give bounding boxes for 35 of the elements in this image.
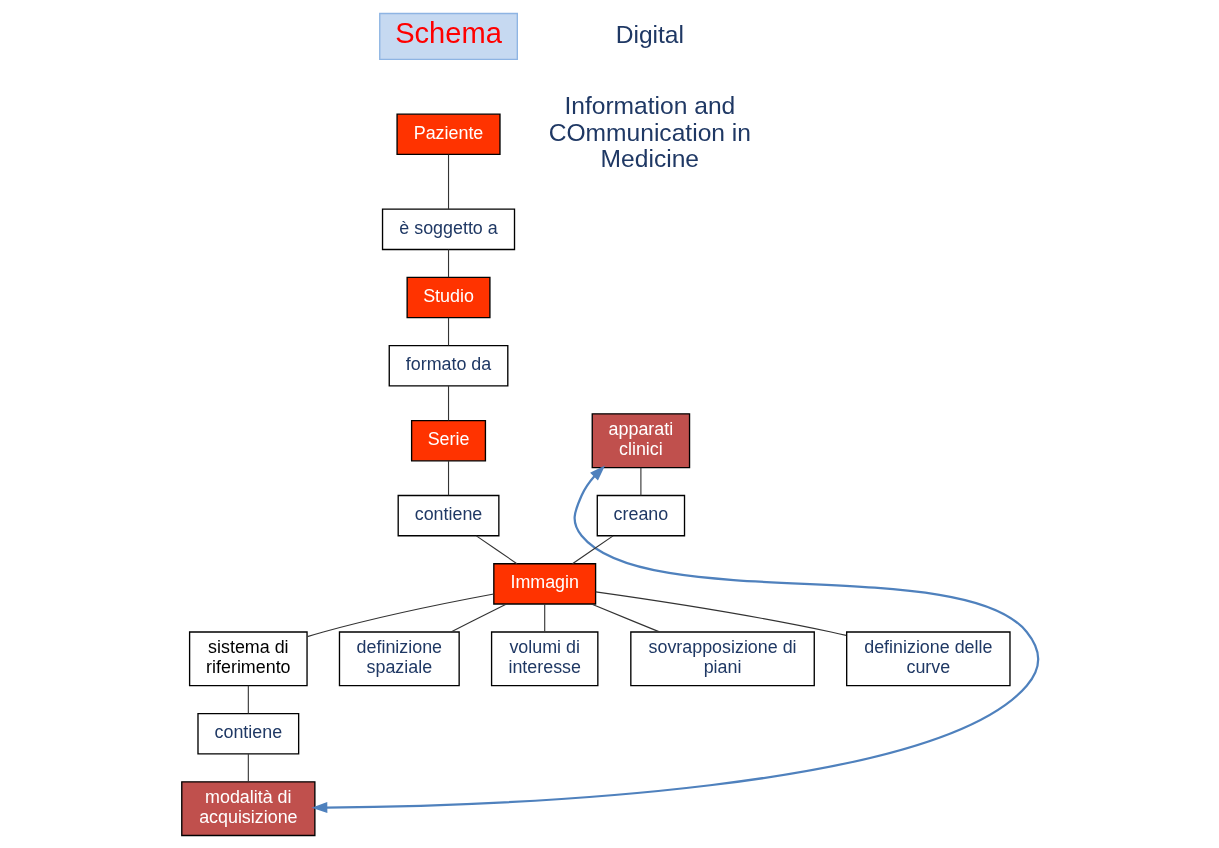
node-box: volumi di interesse bbox=[490, 630, 598, 686]
connector bbox=[447, 459, 449, 496]
connector bbox=[247, 684, 249, 714]
connector bbox=[447, 384, 449, 421]
node-box: Immagin bbox=[492, 562, 596, 605]
node-box: Serie bbox=[410, 419, 486, 462]
connector bbox=[447, 153, 449, 210]
connector bbox=[590, 603, 660, 632]
node-box: contiene bbox=[397, 494, 500, 536]
arrow bbox=[311, 464, 1039, 813]
connector bbox=[449, 603, 507, 632]
node-box: Studio bbox=[405, 276, 491, 318]
connector bbox=[306, 592, 494, 637]
connector bbox=[447, 316, 449, 346]
connector bbox=[247, 752, 249, 782]
node-box: Paziente bbox=[395, 112, 501, 155]
node-box: sovrapposizione di piani bbox=[629, 630, 815, 686]
label: Digital bbox=[615, 20, 684, 48]
connector bbox=[639, 466, 641, 496]
node-box: creano bbox=[596, 494, 685, 536]
connector bbox=[543, 603, 545, 632]
connector bbox=[571, 534, 614, 564]
label: Information and COmmunication in Medicine bbox=[548, 91, 751, 172]
node-box: formato da bbox=[388, 344, 508, 387]
connector bbox=[447, 248, 449, 278]
node-box: definizione delle curve bbox=[845, 630, 1011, 686]
node-box: modalità di acquisizione bbox=[180, 780, 316, 836]
node-box: definizione spaziale bbox=[338, 630, 460, 686]
node-box: è soggetto a bbox=[381, 208, 515, 250]
node-box: apparati clinici bbox=[591, 412, 690, 468]
connector bbox=[594, 590, 847, 636]
node-box: Schema bbox=[378, 12, 518, 60]
node-box: contiene bbox=[196, 712, 299, 755]
connector bbox=[475, 534, 517, 564]
node-box: sistema di riferimento bbox=[188, 630, 308, 686]
